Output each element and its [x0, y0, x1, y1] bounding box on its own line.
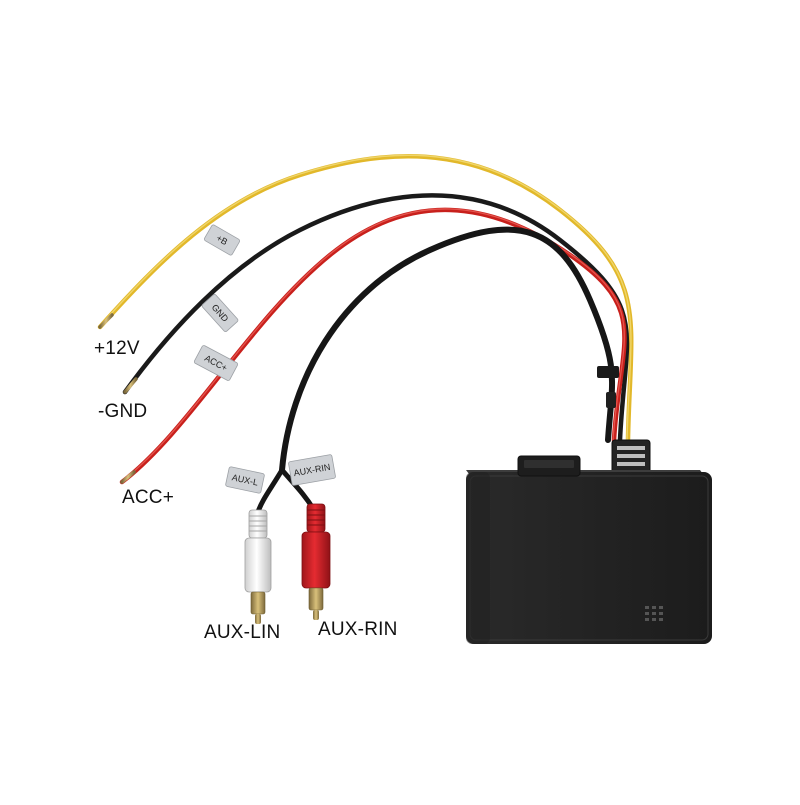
label-aux-lin: AUX-LIN	[204, 622, 281, 643]
red-acc-wire	[119, 207, 627, 485]
aux-left-cable	[255, 467, 285, 515]
rca-plug-white	[244, 509, 272, 624]
red-wire-tag: ACC+	[193, 345, 239, 381]
aux-right-tag: AUX-RIN	[288, 454, 336, 486]
adapter-box	[466, 455, 712, 644]
black-wire-tag: GND	[201, 294, 239, 332]
yellow-wire	[97, 154, 634, 443]
cable-tie	[597, 366, 619, 378]
yellow-wire-highlight	[99, 154, 632, 441]
aux-bundle-cable	[279, 226, 616, 473]
yellow-wire-tip	[98, 313, 114, 329]
rca-plug-red	[301, 503, 331, 620]
svg-text:+B: +B	[215, 233, 230, 247]
box-connector	[611, 439, 651, 475]
cable-tie-tab	[606, 392, 616, 408]
red-wire-tip	[120, 470, 136, 484]
yellow-wire-tag: +B	[203, 224, 241, 256]
vent-holes	[645, 606, 663, 621]
label-plus-12v: +12V	[94, 338, 140, 359]
label-gnd: -GND	[98, 401, 148, 422]
aux-left-tag: AUX-L	[225, 466, 265, 494]
label-aux-rin: AUX-RIN	[318, 619, 398, 640]
red-wire-highlight	[121, 208, 625, 482]
label-acc: ACC+	[122, 487, 175, 508]
black-wire-tip	[123, 377, 138, 394]
